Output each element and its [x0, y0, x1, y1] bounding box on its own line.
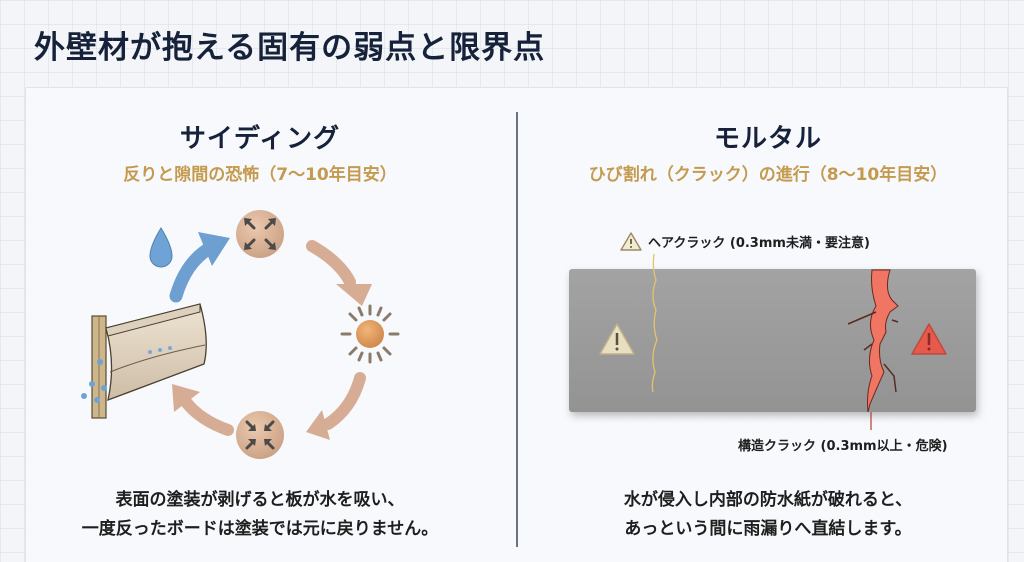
warped-siding-board — [81, 303, 207, 419]
mortar-description-line2: あっという間に雨漏りへ直結します。 — [624, 519, 912, 539]
hair-crack-label: ヘアクラック (0.3mm未満・要注意) — [620, 232, 870, 251]
structural-crack-warning-icon — [911, 323, 947, 355]
siding-title: サイディング — [179, 124, 341, 154]
compress-arrows-icon — [236, 411, 284, 459]
mortar-wall — [569, 269, 976, 412]
hair-crack-line — [651, 253, 658, 393]
mortar-title: モルタル — [713, 124, 822, 154]
siding-subtitle: 反りと隙間の恐怖（7〜10年目安） — [123, 165, 397, 185]
warning-triangle-icon — [620, 232, 642, 251]
page-title: 外壁材が抱える固有の弱点と限界点 — [34, 30, 546, 66]
mortar-description: 水が侵入し内部の防水紙が破れると、 あっという間に雨漏りへ直結します。 — [568, 486, 968, 544]
water-drop-icon — [149, 227, 173, 268]
column-divider — [516, 112, 518, 547]
cycle-arrow-1 — [306, 240, 356, 288]
structural-crack-label: 構造クラック (0.3mm以上・危険) — [738, 435, 948, 454]
sun-icon — [340, 304, 400, 364]
siding-description: 表面の塗装が剥げると板が水を吸い、 一度反ったボードは塗装では元に戻りません。 — [60, 486, 460, 544]
mortar-description-line1: 水が侵入し内部の防水紙が破れると、 — [623, 490, 913, 510]
mortar-subtitle: ひび割れ（クラック）の進行（8〜10年目安） — [588, 165, 948, 185]
hair-crack-text: ヘアクラック (0.3mm未満・要注意) — [648, 236, 870, 251]
structural-crack-text: 構造クラック (0.3mm以上・危険) — [738, 439, 948, 454]
hair-crack-warning-icon — [599, 323, 635, 355]
siding-description-line1: 表面の塗装が剥げると板が水を吸い、 — [115, 490, 405, 510]
siding-description-line2: 一度反ったボードは塗装では元に戻りません。 — [81, 519, 439, 539]
expand-arrows-icon — [236, 210, 284, 258]
